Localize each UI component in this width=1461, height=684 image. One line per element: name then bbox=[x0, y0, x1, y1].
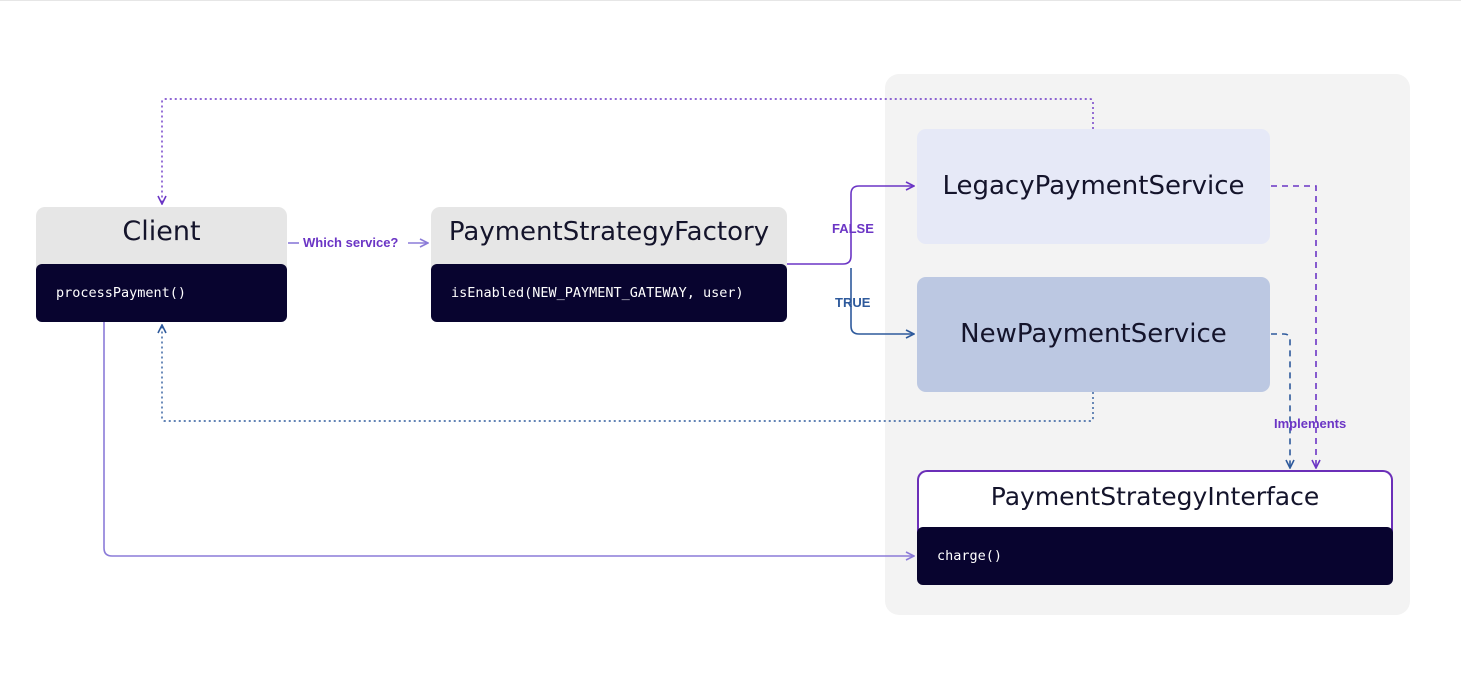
client-to-interface-arrow bbox=[103, 322, 914, 556]
client-method: processPayment() bbox=[36, 264, 287, 322]
interface-node: PaymentStrategyInterface charge() bbox=[917, 470, 1393, 585]
factory-title: PaymentStrategyFactory bbox=[448, 217, 770, 247]
top-border-line bbox=[0, 0, 1461, 1]
true-label: TRUE bbox=[835, 295, 871, 310]
legacy-return-arrow bbox=[162, 98, 1094, 204]
client-title: Client bbox=[122, 216, 201, 247]
client-node: Client processPayment() bbox=[36, 207, 287, 322]
legacy-service-title: LegacyPaymentService bbox=[942, 171, 1245, 201]
true-branch-arrow bbox=[850, 268, 914, 334]
new-service-node: NewPaymentService bbox=[917, 277, 1270, 392]
interface-method: charge() bbox=[917, 527, 1393, 585]
factory-method: isEnabled(NEW_PAYMENT_GATEWAY, user) bbox=[431, 264, 787, 322]
false-branch-arrow bbox=[787, 186, 914, 265]
legacy-service-node: LegacyPaymentService bbox=[917, 129, 1270, 244]
interface-title: PaymentStrategyInterface bbox=[990, 482, 1320, 511]
implements-label: Implements bbox=[1274, 416, 1347, 431]
new-service-title: NewPaymentService bbox=[960, 319, 1227, 349]
factory-node: PaymentStrategyFactory isEnabled(NEW_PAY… bbox=[431, 207, 787, 322]
which-service-label: Which service? bbox=[303, 235, 399, 250]
new-implements-arrow bbox=[1271, 333, 1290, 468]
legacy-implements-arrow bbox=[1271, 185, 1316, 468]
false-label: FALSE bbox=[832, 221, 874, 236]
